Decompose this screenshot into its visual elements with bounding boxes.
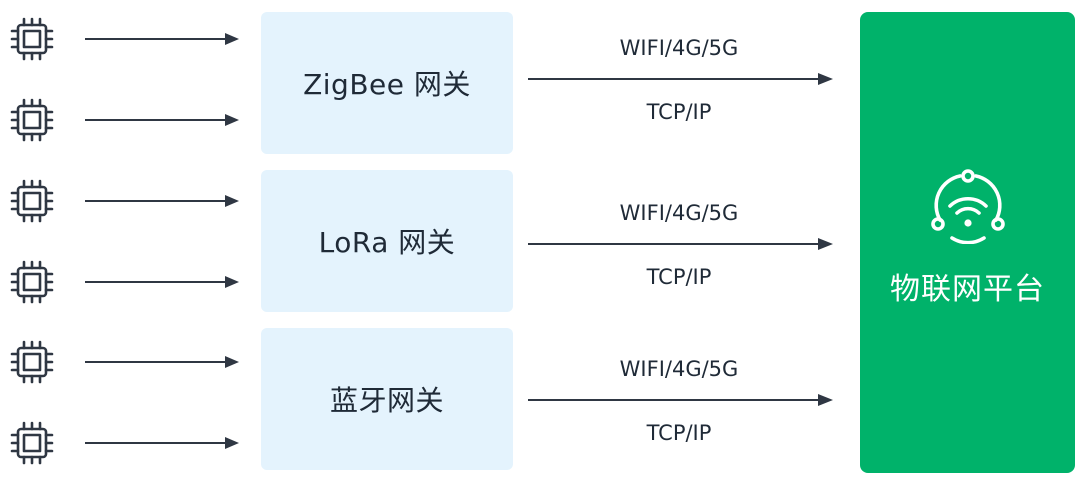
protocol-label: WIFI/4G/5G bbox=[619, 357, 739, 381]
platform-arrow bbox=[528, 393, 834, 407]
device-arrow bbox=[85, 32, 240, 46]
chip-icon bbox=[8, 258, 56, 306]
connection-zigbee: WIFI/4G/5G TCP/IP bbox=[528, 36, 834, 136]
chip-icon bbox=[8, 96, 56, 144]
gateway-label: LoRa 网关 bbox=[318, 226, 456, 259]
device-arrow bbox=[85, 194, 240, 208]
gateway-zigbee: ZigBee 网关 bbox=[261, 12, 513, 154]
protocol-label: TCP/IP bbox=[646, 421, 712, 445]
protocol-label: TCP/IP bbox=[646, 100, 712, 124]
chip-icon bbox=[8, 177, 56, 225]
protocol-label: WIFI/4G/5G bbox=[619, 201, 739, 225]
chip-icon bbox=[8, 15, 56, 63]
platform-label: 物联网平台 bbox=[890, 272, 1045, 307]
iot-wifi-icon bbox=[930, 168, 1006, 245]
gateway-bluetooth: 蓝牙网关 bbox=[261, 328, 513, 470]
chip-icon bbox=[8, 419, 56, 467]
device-arrow bbox=[85, 275, 240, 289]
platform-arrow bbox=[528, 72, 834, 86]
device-arrow bbox=[85, 355, 240, 369]
platform-arrow bbox=[528, 237, 834, 251]
protocol-label: WIFI/4G/5G bbox=[619, 36, 739, 60]
protocol-label: TCP/IP bbox=[646, 265, 712, 289]
device-arrow bbox=[85, 436, 240, 450]
gateway-label: ZigBee 网关 bbox=[303, 68, 471, 101]
connection-lora: WIFI/4G/5G TCP/IP bbox=[528, 201, 834, 301]
gateway-lora: LoRa 网关 bbox=[261, 170, 513, 312]
device-arrow bbox=[85, 113, 240, 127]
connection-bluetooth: WIFI/4G/5G TCP/IP bbox=[528, 357, 834, 457]
iot-platform: 物联网平台 bbox=[860, 12, 1075, 473]
chip-icon bbox=[8, 338, 56, 386]
gateway-label: 蓝牙网关 bbox=[329, 384, 444, 417]
